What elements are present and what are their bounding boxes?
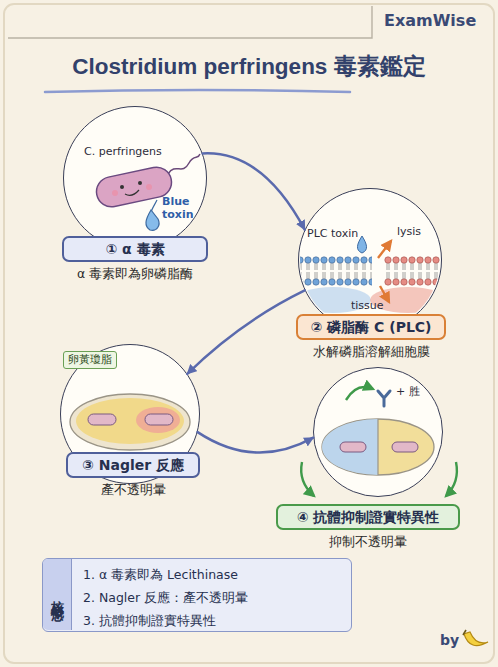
illustration-circle: + 胜 bbox=[313, 367, 443, 497]
concept-item: 2. Nagler 反應：產不透明暈 bbox=[83, 590, 248, 607]
toxin-label: PLC toxin bbox=[307, 227, 358, 240]
step-box: ② 磷脂酶 C (PLC)水解磷脂溶解細胞膜 bbox=[296, 314, 446, 340]
paper-border bbox=[4, 4, 494, 663]
step-label: ① α 毒素 bbox=[64, 238, 206, 260]
key-concepts-box: 核心概念 1. α 毒素即為 Lecithinase 2. Nagler 反應：產不… bbox=[42, 558, 352, 632]
step-caption: 產不透明暈 bbox=[36, 482, 230, 499]
flow-arrow bbox=[187, 290, 304, 373]
tissue-label: tissue bbox=[351, 299, 384, 312]
step-box: ④ 抗體抑制證實特異性抑制不透明暈 bbox=[276, 504, 460, 530]
step-caption: 抑制不透明暈 bbox=[246, 534, 490, 551]
step-label: ③ Nagler 反應 bbox=[68, 454, 198, 476]
step-label: ④ 抗體抑制證實特異性 bbox=[278, 506, 458, 528]
header-rule bbox=[8, 6, 372, 38]
banana-icon bbox=[463, 630, 488, 646]
green-curved-arrow bbox=[301, 462, 314, 496]
key-concepts-tab: 核心概念 bbox=[43, 559, 72, 630]
illustration-circle: PLC toxin lysis tissue bbox=[298, 188, 442, 332]
organism-label: C. perfringens bbox=[84, 145, 162, 158]
flow-arrow bbox=[203, 153, 305, 229]
antibody-label: + 胜 bbox=[396, 384, 420, 399]
step-caption: α 毒素即為卵磷脂酶 bbox=[32, 266, 238, 283]
byline-text: by bbox=[440, 632, 459, 648]
agar-tag: 卵黃瓊脂 bbox=[63, 351, 117, 369]
step-label: ② 磷脂酶 C (PLC) bbox=[298, 316, 444, 338]
step-caption: 水解磷脂溶解細胞膜 bbox=[266, 344, 476, 361]
brand-name: ExamWise bbox=[384, 11, 476, 30]
concept-item: 1. α 毒素即為 Lecithinase bbox=[83, 567, 238, 584]
green-curved-arrow bbox=[446, 462, 457, 496]
banana-stem bbox=[463, 630, 466, 635]
step-box: ③ Nagler 反應產不透明暈 bbox=[66, 452, 200, 478]
title-underline bbox=[45, 90, 350, 92]
concept-item: 3. 抗體抑制證實特異性 bbox=[83, 613, 216, 630]
diagram-title: Clostridium perfringens 毒素鑑定 bbox=[0, 51, 498, 82]
flow-arrow bbox=[198, 432, 314, 452]
illustration-circle: C. perfringensBlue toxin bbox=[63, 106, 207, 250]
toxin-label: Blue toxin bbox=[162, 195, 198, 221]
banana bbox=[464, 632, 488, 646]
lysis-label: lysis bbox=[397, 225, 421, 238]
step-box: ① α 毒素α 毒素即為卵磷脂酶 bbox=[62, 236, 208, 262]
